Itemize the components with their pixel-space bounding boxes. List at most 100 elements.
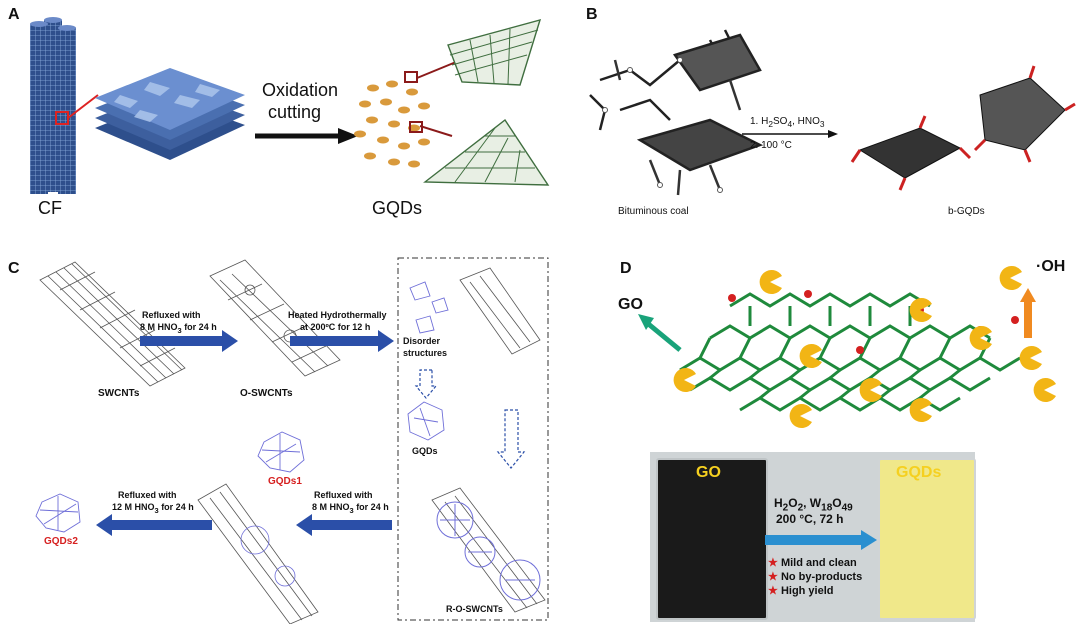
gqd-lattice-top	[447, 18, 542, 86]
r-o-swcnt-dots	[436, 501, 541, 601]
beaker-go: GO	[656, 458, 768, 620]
carbon-fiber-bundle	[30, 17, 76, 194]
beaker-gqds: GQDs	[878, 458, 976, 620]
product-label: b-GQDs	[948, 206, 985, 217]
zoom-arrow-red	[67, 94, 99, 119]
step1-prefix: 1. H	[750, 116, 769, 127]
arrow-hydrothermal	[290, 330, 394, 352]
carbon-fiber-illustration	[30, 17, 550, 194]
go-lattice-illustration	[638, 266, 1056, 428]
go-lattice	[679, 292, 1021, 412]
arrow4-line2: 12 M HNO3 for 24 h	[112, 502, 194, 515]
conversion-arrow	[765, 530, 877, 550]
disorder-line1: Disorder	[403, 336, 441, 346]
gqds1-label: GQDs1	[268, 476, 302, 487]
arrow3-line1: Refluxed with	[314, 490, 373, 500]
gqds2-dot	[35, 493, 81, 533]
arrow3-line2-sub: 3	[349, 505, 354, 515]
o-swcnts-label: O-SWCNTs	[240, 388, 293, 399]
bullet-3: ★ High yield	[768, 584, 834, 597]
panel-d: D	[560, 240, 1084, 624]
r-o-swcnts-label: R-O-SWCNTs	[446, 604, 503, 614]
arrow3-line2-pre: 8 M HNO	[312, 502, 350, 512]
stacked-sheets	[95, 68, 245, 160]
arrow-reflux-8m	[140, 330, 238, 352]
beaker-gqds-label: GQDs	[896, 464, 942, 481]
panel-c: C	[0, 240, 555, 624]
arrow1-line2: 8 M HNO3 for 24 h	[140, 322, 217, 335]
cond-sub4: 49	[841, 502, 853, 514]
go-arrow	[638, 314, 682, 352]
dashed-box	[397, 257, 549, 621]
step1-sub1: 2	[768, 119, 773, 129]
oxidation-label-line1: Oxidation	[262, 80, 339, 100]
arrow1-line2-post: for 24 h	[181, 322, 217, 332]
oh-label: ·OH	[1036, 258, 1066, 275]
gqds1-dot	[257, 431, 305, 473]
cond-sub2: 2	[797, 502, 804, 514]
gqds-mid-label: GQDs	[412, 446, 438, 456]
arrow-reflux-12m-left	[96, 514, 212, 536]
gqds-label: GQDs	[372, 198, 423, 218]
condition-line1: H2O2, W18O49	[774, 496, 853, 513]
disorder-line2: structures	[403, 348, 448, 358]
bullet-1: ★ Mild and clean	[768, 556, 857, 569]
panel-a: A	[0, 0, 555, 222]
gqd-dots	[354, 80, 430, 168]
panel-b-label: B	[586, 6, 598, 23]
arrow2-line2: at 200ºC for 12 h	[300, 322, 371, 332]
beaker-go-label: GO	[696, 464, 721, 481]
bullet-3-text: High yield	[780, 585, 834, 597]
dashed-down-arrow-right	[496, 409, 526, 469]
arrow3-line2: 8 M HNO3 for 24 h	[312, 502, 389, 515]
panel-d-label: D	[620, 260, 632, 277]
gqd-lattice-bottom	[423, 118, 550, 186]
oh-arrow	[1020, 288, 1036, 338]
cond-h: H	[774, 496, 783, 510]
star-icon: ★	[768, 585, 778, 597]
swcnts-label: SWCNTs	[98, 388, 140, 399]
arrow4-line2-post: for 24 h	[158, 502, 194, 512]
beaker-photo: GO GQDs H2O2, W18O49 200 °C, 72 h ★ Mild…	[650, 452, 976, 622]
panel-b: B 1. H2SO4, HNO3 2. 100 °	[560, 0, 1084, 222]
cond-w: , W	[803, 496, 822, 510]
bituminous-coal-structure	[589, 29, 764, 196]
cond-o: O	[788, 496, 798, 510]
arrow4-line2-sub: 3	[154, 505, 159, 515]
arrow-reflux-8m-left	[296, 514, 392, 536]
arrow1-line2-pre: 8 M HNO	[140, 322, 178, 332]
arrow1-line1: Refluxed with	[142, 310, 201, 320]
bottom-tube-cut	[197, 483, 319, 624]
swcnt-cutting-illustration	[35, 257, 549, 624]
arrow2-line1: Heated Hydrothermally	[288, 310, 387, 320]
r-o-swcnt-tube	[431, 267, 546, 613]
bullet-2: ★ No by-products	[768, 570, 862, 583]
pacman-radicals	[673, 266, 1056, 428]
oxidation-arrow	[255, 128, 358, 144]
oxidation-label-line2: cutting	[268, 102, 322, 122]
step1-sub2: 4	[787, 119, 793, 129]
swcnt-tube	[39, 261, 186, 387]
coal-to-bgqd-illustration	[589, 29, 1076, 196]
step1-sub3: 3	[819, 119, 825, 129]
step1-mid: SO	[772, 116, 788, 127]
cond-o2: O	[832, 496, 842, 510]
reaction-step1: 1. H2SO4, HNO3	[750, 116, 825, 129]
star-icon: ★	[768, 557, 778, 569]
arrow1-line2-sub: 3	[177, 325, 182, 335]
cond-sub3: 18	[821, 502, 833, 514]
arrow3-line2-post: for 24 h	[353, 502, 389, 512]
reactant-label: Bituminous coal	[618, 206, 689, 217]
cf-label: CF	[38, 198, 62, 218]
step1-suffix: , HNO	[792, 116, 820, 127]
panel-a-label: A	[8, 6, 20, 23]
go-arrow-label: GO	[618, 296, 643, 313]
disorder-fragments	[407, 281, 449, 441]
gqds2-label: GQDs2	[44, 536, 78, 547]
reaction-step2: 2. 100 °C	[750, 140, 792, 151]
cond-sub1: 2	[782, 502, 789, 514]
bullet-1-text: Mild and clean	[780, 557, 857, 569]
panel-c-label: C	[8, 260, 20, 277]
bullet-2-text: No by-products	[780, 571, 863, 583]
arrow4-line1: Refluxed with	[118, 490, 177, 500]
